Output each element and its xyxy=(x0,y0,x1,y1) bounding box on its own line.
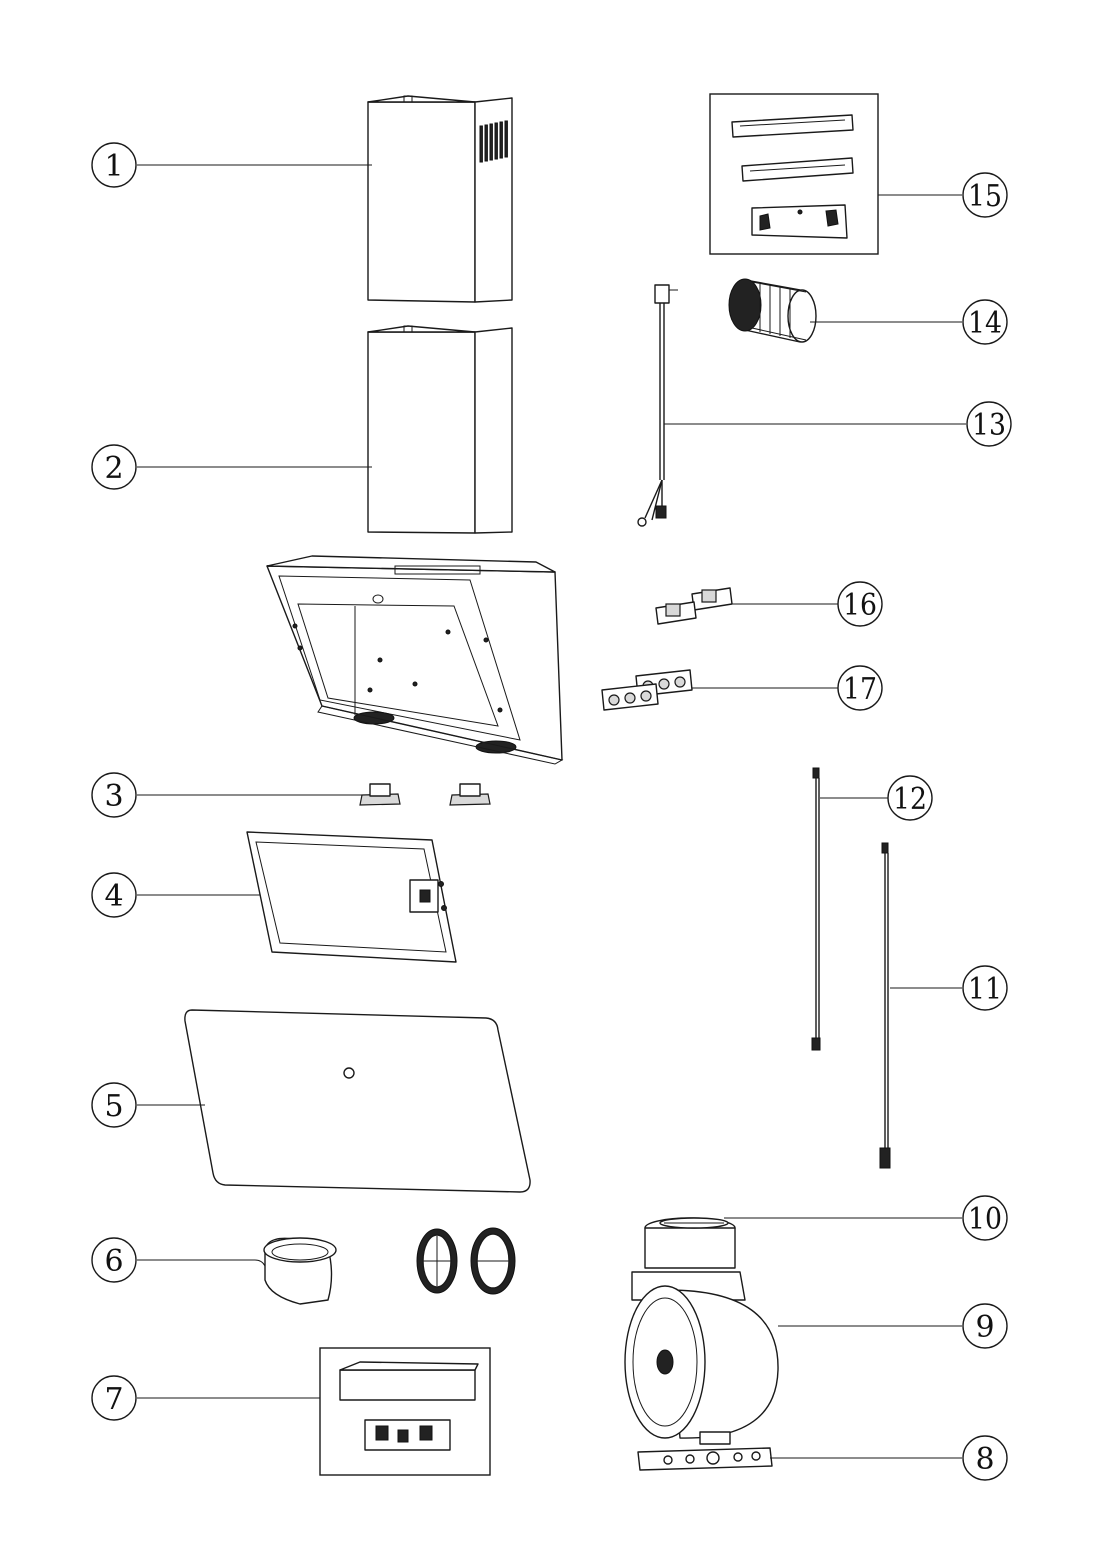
svg-text:11: 11 xyxy=(968,972,1002,1007)
callout-3: 3 xyxy=(91,772,137,818)
part-16-hinge-clips xyxy=(655,587,733,625)
part-17-clips xyxy=(601,669,693,711)
part-6-duct-and-carbon-filters xyxy=(263,1227,516,1305)
part-2-lower-chimney-cover xyxy=(367,325,513,534)
part-11-long-wire xyxy=(879,842,891,1169)
callout-14: 14 xyxy=(962,299,1008,345)
svg-text:1: 1 xyxy=(104,149,123,184)
svg-text:13: 13 xyxy=(972,408,1006,443)
callout-16: 16 xyxy=(837,581,883,627)
callout-9: 9 xyxy=(962,1303,1008,1349)
svg-text:15: 15 xyxy=(968,179,1002,214)
callout-4: 4 xyxy=(91,872,137,918)
callout-17: 17 xyxy=(837,665,883,711)
part-5-glass-panel xyxy=(184,1009,531,1193)
part-7-control-box xyxy=(319,1347,491,1476)
svg-text:16: 16 xyxy=(843,588,877,623)
part-9-motor-blower xyxy=(624,1217,779,1445)
svg-text:12: 12 xyxy=(893,782,927,817)
callout-13: 13 xyxy=(966,401,1012,447)
callout-8: 8 xyxy=(962,1435,1008,1481)
svg-text:9: 9 xyxy=(975,1310,994,1345)
svg-text:3: 3 xyxy=(104,779,123,814)
callout-7: 7 xyxy=(91,1375,137,1421)
part-10-flap-disk xyxy=(659,1217,729,1229)
part-14-impeller xyxy=(728,278,817,343)
svg-text:8: 8 xyxy=(975,1442,994,1477)
svg-text:6: 6 xyxy=(104,1244,123,1279)
svg-text:14: 14 xyxy=(968,306,1002,341)
callout-15: 15 xyxy=(962,172,1008,218)
part-12-short-wire xyxy=(811,767,821,1051)
svg-text:10: 10 xyxy=(968,1202,1002,1237)
callout-11: 11 xyxy=(962,965,1008,1011)
part-1-upper-chimney-cover xyxy=(367,95,513,303)
hood-body xyxy=(266,555,564,765)
part-4-grease-filter xyxy=(246,831,457,963)
part-3-brackets xyxy=(359,783,491,806)
callout-2: 2 xyxy=(91,444,137,490)
callout-1: 1 xyxy=(91,142,137,188)
part-15-bracket-kit xyxy=(709,93,879,255)
svg-text:17: 17 xyxy=(843,672,877,707)
leader-6 xyxy=(137,1259,266,1267)
svg-text:5: 5 xyxy=(104,1089,123,1124)
part-13-power-cord xyxy=(637,284,678,527)
svg-text:7: 7 xyxy=(104,1382,123,1417)
svg-text:2: 2 xyxy=(104,451,123,486)
callout-12: 12 xyxy=(887,775,933,821)
callout-10: 10 xyxy=(962,1195,1008,1241)
part-8-mounting-bar xyxy=(637,1447,773,1471)
svg-text:4: 4 xyxy=(104,879,123,914)
callout-5: 5 xyxy=(91,1082,137,1128)
leader-lines xyxy=(137,164,966,1459)
callout-6: 6 xyxy=(91,1237,137,1283)
